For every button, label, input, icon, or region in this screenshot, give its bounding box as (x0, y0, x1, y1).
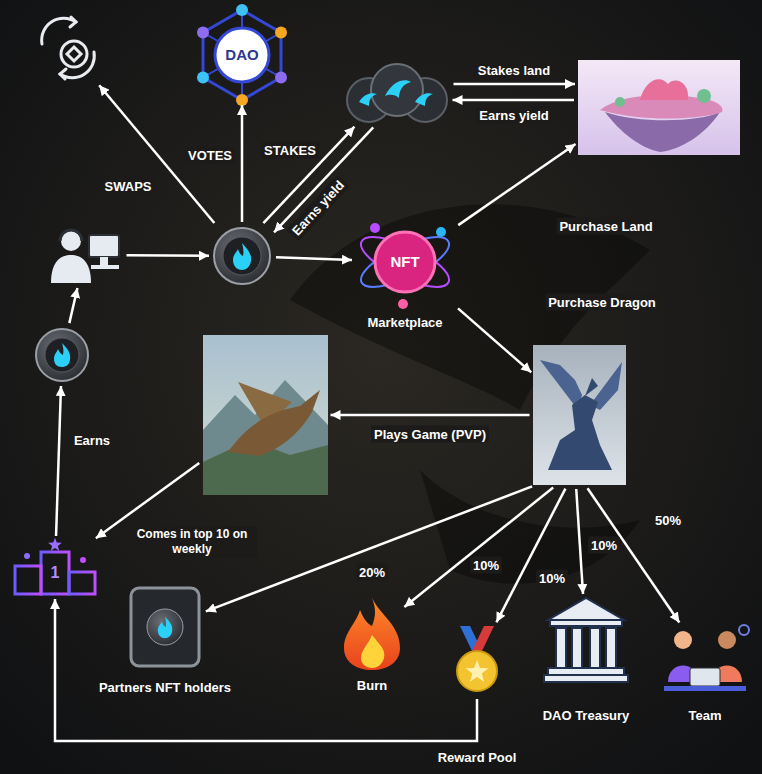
token-icon (34, 327, 90, 383)
team-icon: Team (660, 625, 750, 695)
burn-icon (344, 598, 400, 670)
marketplace-icon (355, 223, 456, 309)
node-caption: Partners NFT holders (99, 680, 231, 696)
flow-arrow (55, 599, 477, 741)
icon-text: 1 (51, 565, 60, 581)
flow-arrow (496, 489, 565, 623)
staking-icon (345, 60, 450, 125)
edge-label: Plays Game (PVP) (371, 426, 489, 443)
flow-arrow (458, 144, 575, 225)
swap-icon (42, 17, 95, 79)
team-icon (664, 625, 749, 691)
game-image (203, 335, 328, 495)
node-caption: Team (689, 708, 722, 724)
flow-arrow (276, 257, 352, 260)
edge-label: 20% (356, 564, 388, 581)
flow-arrow (69, 288, 77, 323)
edge-label: Purchase Dragon (545, 294, 659, 311)
land-image (578, 60, 740, 155)
flow-arrow (404, 488, 553, 608)
icon-text: DAO (225, 47, 258, 63)
icon-text: NFT (390, 254, 419, 270)
flow-arrow (56, 386, 61, 536)
reward-medal: Reward Pool (452, 625, 502, 695)
player-icon (51, 230, 119, 283)
edge-label: 10% (470, 557, 502, 574)
edge-label: Earns yield (476, 107, 551, 124)
node-caption: Marketplace (367, 315, 442, 331)
edge-label: 10% (536, 570, 568, 587)
flow-arrow (453, 99, 575, 102)
dragon-image (534, 345, 627, 485)
land-image (578, 60, 740, 155)
reward-medal (457, 626, 497, 691)
node-caption: DAO Treasury (543, 708, 630, 724)
flow-arrow (331, 414, 530, 417)
player-icon (48, 225, 123, 285)
background-dragon (290, 204, 650, 584)
leaderboard-icon (15, 538, 95, 594)
dao-icon (197, 4, 287, 106)
edge-label: SWAPS (102, 178, 155, 195)
nft-card (131, 588, 199, 666)
edge-label: 50% (652, 512, 684, 529)
game-image (203, 335, 328, 495)
token-icon (36, 329, 88, 381)
treasury-icon: DAO Treasury (546, 597, 626, 683)
dao-icon: DAO (197, 8, 287, 102)
token-icon (212, 226, 272, 286)
marketplace-icon: NFTMarketplace (355, 215, 455, 310)
edge-label: Purchase Land (556, 218, 655, 235)
treasury-icon (544, 598, 628, 682)
flow-arrow (241, 105, 244, 222)
nft-card: Partners NFT holders (127, 584, 203, 670)
edge-label: Stakes land (475, 62, 553, 79)
edge-label: VOTES (185, 147, 235, 164)
staking-icon (347, 64, 447, 122)
flow-arrow (458, 308, 531, 372)
edge-label: STAKES (261, 142, 319, 159)
swap-icon (33, 13, 103, 83)
edge-label: Earns (71, 432, 113, 449)
edge-label: Comes in top 10 on weekly (127, 526, 257, 558)
node-caption: Reward Pool (438, 750, 517, 766)
flow-arrow (576, 489, 583, 594)
node-caption: Burn (357, 678, 387, 694)
token-icon (214, 228, 270, 284)
flow-arrow (454, 83, 576, 86)
flow-arrow (127, 254, 210, 257)
flow-arrow (588, 488, 680, 622)
burn-icon: Burn (342, 597, 402, 669)
edge-label: 10% (588, 537, 620, 554)
dragon-image (533, 345, 626, 485)
leaderboard-icon: 1 (10, 540, 100, 596)
